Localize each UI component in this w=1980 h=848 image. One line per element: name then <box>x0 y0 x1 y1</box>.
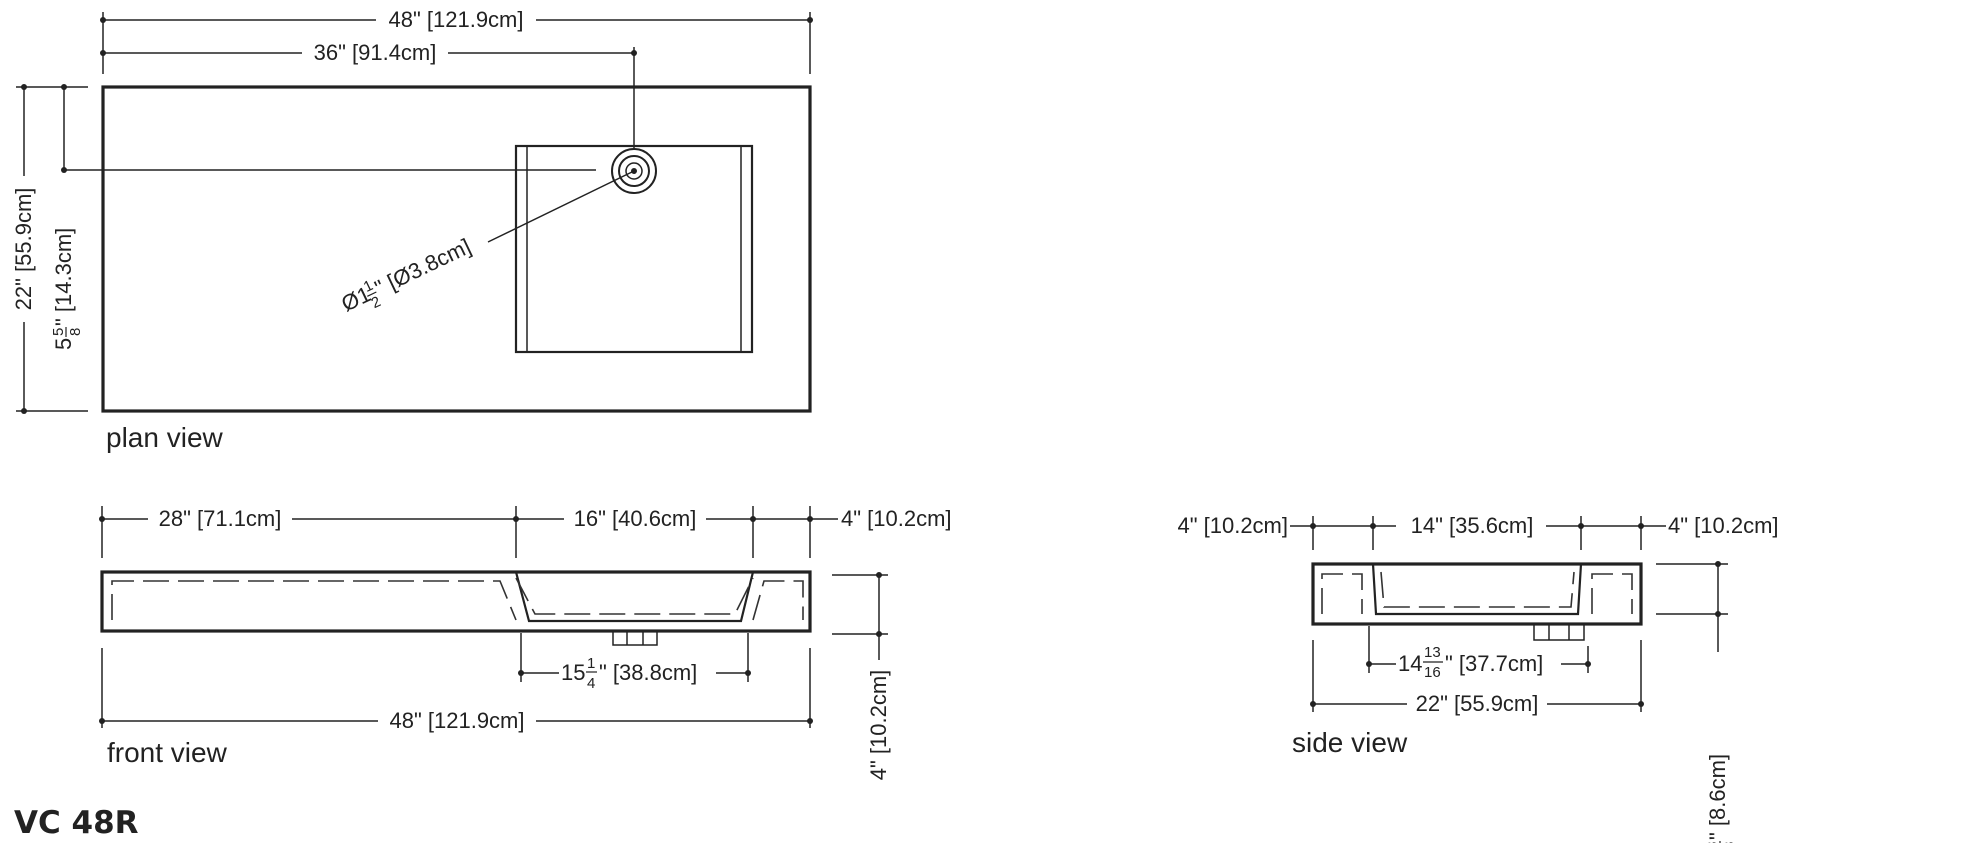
side-view: 4" [10.2cm] 14" [35.6cm] 4" [10.2cm] 14 … <box>1177 513 1779 848</box>
model-number: VC 48R <box>14 805 139 841</box>
plan-offset-tick-left <box>100 50 106 56</box>
side-inner-whole: 14 <box>1398 651 1422 676</box>
side-overall-tick-right <box>1638 701 1644 707</box>
side-inner-depth: 14 13 16 " [37.7cm] <box>1398 644 1543 681</box>
front-tick-4 <box>807 516 813 522</box>
side-drain-tailpiece <box>1533 623 1585 641</box>
side-tick-2 <box>1370 523 1376 529</box>
front-hidden-right <box>752 580 804 621</box>
plan-depth: 22" [55.9cm] <box>11 188 36 311</box>
plan-depth-tick-bottom <box>21 408 27 414</box>
plan-offset-tick-right <box>631 50 637 56</box>
plan-diameter-leader <box>487 170 635 243</box>
front-inner-whole: 15 <box>561 660 585 685</box>
side-view-label: side view <box>1292 727 1408 758</box>
side-basin-hidden <box>1380 571 1575 608</box>
front-inner-width: 15 1 4 " [38.8cm] <box>561 655 697 692</box>
front-inner-tick-right <box>745 670 751 676</box>
side-outline <box>1311 562 1643 626</box>
side-tick-3 <box>1578 523 1584 529</box>
plan-view: 48" [121.9cm] 36" [91.4cm] 22" [55.9cm] … <box>11 7 813 453</box>
front-basin-hidden <box>515 577 754 615</box>
plan-diameter-bar <box>367 291 377 297</box>
front-right-section: 4" [10.2cm] <box>841 506 952 531</box>
front-view-label: front view <box>107 737 228 768</box>
plan-overall-width: 48" [121.9cm] <box>389 7 524 32</box>
front-tick-1 <box>99 516 105 522</box>
front-height: 4" [10.2cm] <box>866 670 891 781</box>
plan-drain-from-back: 5 5 8 " [14.3cm] <box>50 228 84 350</box>
side-inner-num: 13 <box>1424 644 1441 661</box>
plan-drain-offset: 36" [91.4cm] <box>314 40 437 65</box>
front-tick-2 <box>513 516 519 522</box>
side-basin-profile <box>1371 563 1583 616</box>
side-overall-tick-left <box>1310 701 1316 707</box>
plan-drain-from-back-unit: " [14.3cm] <box>51 228 76 326</box>
plan-drain-core <box>625 162 643 180</box>
front-overall-tick-left <box>99 718 105 724</box>
plan-countertop-outline <box>101 85 812 413</box>
side-basin-depth: 14" [35.6cm] <box>1411 513 1534 538</box>
side-hidden-right <box>1591 573 1633 614</box>
side-height-tick-bottom <box>1715 611 1721 617</box>
side-height-tick-top <box>1715 561 1721 567</box>
front-outline <box>100 570 812 633</box>
plan-basin-outline <box>514 144 754 354</box>
plan-diameter-leader-dot <box>631 168 637 174</box>
front-height-tick-bottom <box>876 631 882 637</box>
side-inner-tick-left <box>1366 661 1372 667</box>
plan-drain-y-tick-top <box>61 84 67 90</box>
front-basin-profile <box>514 571 755 623</box>
plan-view-label: plan view <box>106 422 224 453</box>
front-inner-unit: " [38.8cm] <box>599 660 697 685</box>
front-hidden-left <box>111 580 517 621</box>
plan-drain-y-tick-bottom <box>61 167 67 173</box>
side-tick-1 <box>1310 523 1316 529</box>
front-left-section: 28" [71.1cm] <box>159 506 282 531</box>
plan-drain-from-back-num: 5 <box>50 328 67 336</box>
side-right-section: 4" [10.2cm] <box>1668 513 1779 538</box>
front-drain-tailpiece <box>612 630 658 646</box>
plan-drain-inner <box>618 155 650 187</box>
side-inner-unit: " [37.7cm] <box>1445 651 1543 676</box>
side-basin-height: 3 3 8 " [8.6cm] <box>1704 754 1738 848</box>
front-overall-tick-right <box>807 718 813 724</box>
plan-drain-diameter: Ø1 1 2 " [Ø3.8cm] <box>337 234 475 317</box>
plan-width-tick-left <box>100 17 106 23</box>
side-left-section: 4" [10.2cm] <box>1177 513 1288 538</box>
side-height-unit: " [8.6cm] <box>1705 754 1730 840</box>
side-inner-tick-right <box>1585 661 1591 667</box>
front-view: 28" [71.1cm] 16" [40.6cm] 4" [10.2cm] 15… <box>99 506 952 780</box>
side-tick-4 <box>1638 523 1644 529</box>
plan-drain-from-back-den: 8 <box>67 328 84 336</box>
plan-drain-from-back-whole: 5 <box>51 338 76 350</box>
front-inner-num: 1 <box>587 655 595 672</box>
front-height-tick-top <box>876 572 882 578</box>
front-inner-tick-left <box>518 670 524 676</box>
plan-width-tick-right <box>807 17 813 23</box>
front-basin-width: 16" [40.6cm] <box>574 506 697 531</box>
plan-diameter-unit: " [Ø3.8cm] <box>371 234 475 301</box>
front-overall-width: 48" [121.9cm] <box>390 708 525 733</box>
front-tick-3 <box>750 516 756 522</box>
side-inner-den: 16 <box>1424 664 1441 681</box>
front-inner-den: 4 <box>587 675 595 692</box>
side-overall-depth: 22" [55.9cm] <box>1416 691 1539 716</box>
side-hidden-left <box>1321 573 1363 614</box>
plan-depth-tick-top <box>21 84 27 90</box>
